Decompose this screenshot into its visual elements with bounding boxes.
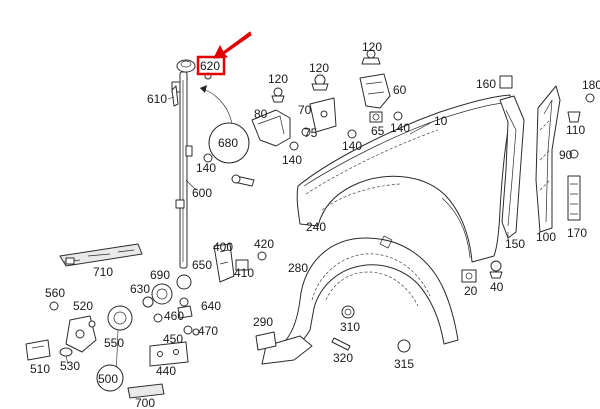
label-140: 140 bbox=[390, 121, 410, 135]
clip-part-120-c[interactable] bbox=[311, 74, 329, 91]
pad-part-530[interactable] bbox=[59, 347, 73, 357]
strip-part-710[interactable] bbox=[59, 243, 143, 267]
side-bracket-part-150[interactable] bbox=[499, 95, 525, 239]
label-710: 710 bbox=[93, 265, 113, 279]
label-70: 70 bbox=[298, 103, 312, 117]
label-620: 620 bbox=[200, 59, 220, 73]
label-460: 460 bbox=[164, 309, 184, 323]
label-420: 420 bbox=[254, 237, 274, 251]
label-650: 650 bbox=[192, 258, 212, 272]
part-690-640-630[interactable] bbox=[142, 274, 200, 336]
label-80: 80 bbox=[254, 107, 268, 121]
label-640: 640 bbox=[201, 299, 221, 313]
label-290: 290 bbox=[253, 315, 273, 329]
clip-part-310[interactable] bbox=[341, 305, 355, 319]
clip-part-120-b[interactable] bbox=[271, 87, 285, 103]
nut-part-65[interactable] bbox=[369, 111, 383, 123]
label-75: 75 bbox=[304, 126, 318, 140]
label-180: 180 bbox=[582, 78, 600, 92]
label-530: 530 bbox=[60, 359, 80, 373]
label-100: 100 bbox=[536, 230, 556, 244]
label-20: 20 bbox=[464, 284, 478, 298]
label-520: 520 bbox=[73, 299, 93, 313]
clip-part-120-top[interactable] bbox=[361, 49, 381, 65]
label-450: 450 bbox=[163, 332, 183, 346]
highlight-620 bbox=[196, 31, 252, 76]
side-bracket-part-100[interactable] bbox=[535, 85, 561, 233]
fender-part-10[interactable] bbox=[296, 94, 513, 263]
label-550: 550 bbox=[104, 336, 124, 350]
clip-part-610[interactable] bbox=[171, 85, 179, 107]
highlight-arrow-icon bbox=[213, 31, 252, 59]
bracket-part-450-440[interactable] bbox=[149, 341, 189, 367]
clip-part-320[interactable] bbox=[331, 337, 351, 351]
plate-part-510[interactable] bbox=[25, 339, 51, 361]
label-90: 90 bbox=[559, 148, 573, 162]
label-630: 630 bbox=[130, 282, 150, 296]
label-110: 110 bbox=[566, 123, 585, 137]
nut-part-20[interactable] bbox=[461, 269, 477, 283]
label-60: 60 bbox=[393, 83, 407, 97]
label-600: 600 bbox=[192, 186, 212, 200]
label-10: 10 bbox=[434, 114, 448, 128]
label-150: 150 bbox=[505, 237, 525, 251]
clip-part-90[interactable] bbox=[569, 149, 579, 159]
bracket-part-80[interactable] bbox=[251, 109, 291, 147]
clip-part-160[interactable] bbox=[499, 75, 513, 89]
wheel-arch-liner-part-280[interactable] bbox=[261, 235, 459, 365]
label-610: 610 bbox=[147, 92, 167, 106]
label-40: 40 bbox=[490, 280, 504, 294]
label-170: 170 bbox=[567, 226, 587, 240]
detail-callout-680 bbox=[199, 85, 255, 187]
plate-part-700[interactable] bbox=[127, 383, 165, 399]
label-140: 140 bbox=[282, 153, 302, 167]
clip-part-140-set[interactable] bbox=[289, 111, 403, 151]
highlight-box bbox=[196, 55, 226, 76]
label-510: 510 bbox=[30, 362, 50, 376]
label-65: 65 bbox=[371, 124, 385, 138]
clip-part-40[interactable] bbox=[489, 260, 503, 279]
clip-part-290[interactable] bbox=[255, 331, 277, 351]
detail-callout-500: 500 bbox=[96, 364, 124, 392]
label-690: 690 bbox=[150, 268, 170, 282]
bracket-part-70[interactable] bbox=[309, 97, 337, 133]
label-320: 320 bbox=[333, 351, 353, 365]
bracket-part-60[interactable] bbox=[359, 73, 391, 109]
label-400: 400 bbox=[213, 240, 233, 254]
bracket-part-650-400[interactable] bbox=[213, 243, 267, 283]
label-315: 315 bbox=[394, 357, 414, 371]
label-120: 120 bbox=[309, 61, 329, 75]
label-680: 680 bbox=[218, 136, 238, 150]
label-470: 470 bbox=[198, 324, 218, 338]
clip-part-110[interactable] bbox=[567, 111, 581, 123]
label-140: 140 bbox=[196, 161, 216, 175]
label-700: 700 bbox=[135, 396, 155, 409]
strip-part-170[interactable] bbox=[567, 175, 581, 221]
label-280: 280 bbox=[288, 261, 308, 275]
label-500: 500 bbox=[98, 372, 118, 386]
part-labels: 120 620 610 120 120 160 180 60 80 70 140… bbox=[30, 40, 600, 409]
label-440: 440 bbox=[156, 364, 176, 378]
label-140: 140 bbox=[342, 139, 362, 153]
label-310: 310 bbox=[340, 320, 360, 334]
clip-part-315[interactable] bbox=[397, 339, 411, 353]
clip-part-460-470[interactable] bbox=[153, 313, 193, 335]
label-410: 410 bbox=[234, 266, 254, 280]
cap-part-620[interactable] bbox=[176, 59, 196, 73]
circular-cover-part-560[interactable] bbox=[107, 305, 133, 331]
label-120: 120 bbox=[268, 72, 288, 86]
label-560: 560 bbox=[45, 286, 65, 300]
label-240: 240 bbox=[306, 220, 326, 234]
label-160: 160 bbox=[476, 77, 496, 91]
label-120: 120 bbox=[362, 40, 382, 54]
clip-part-180[interactable] bbox=[585, 93, 595, 103]
bracket-part-520-550[interactable] bbox=[49, 301, 97, 353]
